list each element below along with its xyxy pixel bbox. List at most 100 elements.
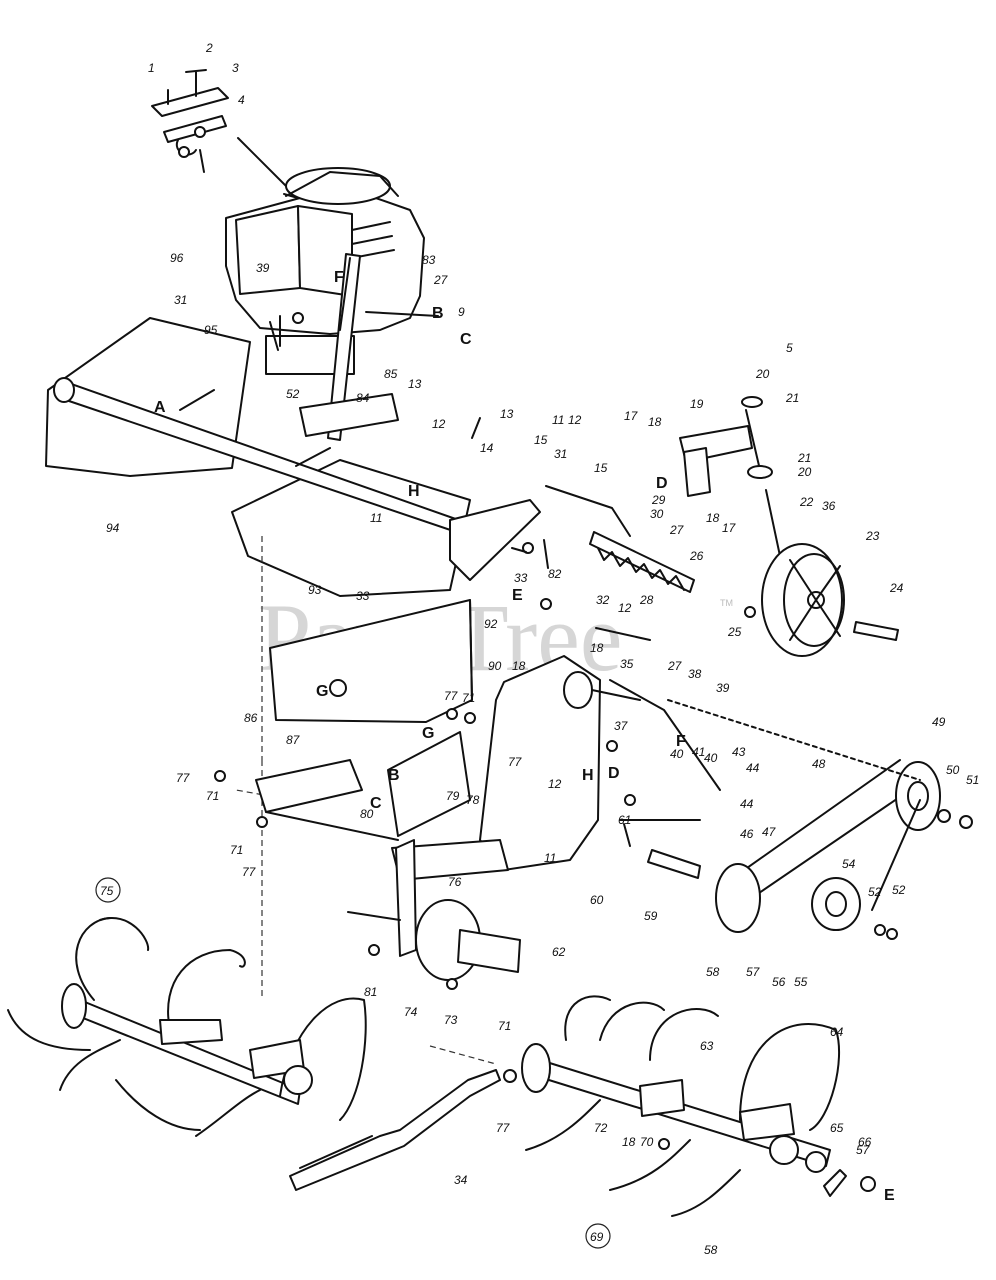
callout-41: 41 — [692, 745, 705, 759]
callout-55: 55 — [794, 975, 808, 989]
callout-30: 30 — [650, 507, 664, 521]
callout-63: 63 — [700, 1039, 714, 1053]
right-tine-shield — [231, 459, 471, 597]
callout-96: 96 — [170, 251, 184, 265]
callout-66: 66 — [858, 1135, 872, 1149]
ref-letter-d: D — [608, 765, 620, 782]
callout-82: 82 — [548, 567, 562, 581]
ref-letter-g: G — [316, 683, 328, 700]
callout-72: 72 — [594, 1121, 608, 1135]
callout-11: 11 — [552, 413, 564, 427]
throttle-control-assembly — [151, 69, 229, 173]
callout-32: 32 — [596, 593, 610, 607]
callout-51: 51 — [966, 773, 979, 787]
callout-33: 33 — [356, 589, 370, 603]
callout-75: 75 — [100, 884, 114, 898]
callout-37: 37 — [614, 719, 629, 733]
callout-84: 84 — [356, 391, 370, 405]
callout-12: 12 — [568, 413, 582, 427]
watermark-trademark: TM — [720, 598, 733, 608]
callout-19: 19 — [690, 397, 704, 411]
engine — [225, 167, 439, 375]
callout-2: 2 — [205, 41, 213, 55]
callout-17: 17 — [624, 409, 639, 423]
callout-93: 93 — [308, 583, 322, 597]
callout-52: 52 — [868, 885, 882, 899]
callout-22: 22 — [799, 495, 814, 509]
callout-9: 9 — [458, 305, 465, 319]
callout-58: 58 — [706, 965, 720, 979]
bracket-87 — [255, 759, 363, 813]
ref-letter-d: D — [656, 475, 668, 492]
callout-4: 4 — [238, 93, 245, 107]
callout-28: 28 — [639, 593, 654, 607]
callout-15: 15 — [534, 433, 548, 447]
callout-27: 27 — [667, 659, 683, 673]
callout-52: 52 — [286, 387, 300, 401]
ref-letter-h: H — [582, 767, 594, 784]
callout-85: 85 — [384, 367, 398, 381]
callout-80: 80 — [360, 807, 374, 821]
callout-11: 11 — [370, 511, 382, 525]
callout-70: 70 — [640, 1135, 654, 1149]
callout-3: 3 — [232, 61, 239, 75]
part-callouts: 1 2 3 4 5 9 11 11 11 12 12 12 12 13 13 1… — [95, 41, 979, 1257]
bracket-80 — [387, 731, 471, 837]
callout-40: 40 — [704, 751, 718, 765]
callout-54: 54 — [842, 857, 856, 871]
callout-44: 44 — [740, 797, 754, 811]
callout-49: 49 — [932, 715, 946, 729]
callout-92: 92 — [484, 617, 498, 631]
transmission-housing — [479, 655, 601, 871]
callout-25: 25 — [727, 625, 742, 639]
callout-77: 77 — [496, 1121, 511, 1135]
callout-81: 81 — [364, 985, 377, 999]
ref-letter-h: H — [408, 483, 420, 500]
callout-57: 57 — [856, 1143, 871, 1157]
callout-77: 77 — [508, 755, 523, 769]
callout-76: 76 — [448, 875, 462, 889]
callout-27: 27 — [669, 523, 685, 537]
callout-77: 77 — [176, 771, 191, 785]
callout-18: 18 — [706, 511, 720, 525]
ref-letter-b: B — [388, 767, 400, 784]
ref-letter-c: C — [370, 795, 382, 812]
ref-letter-e: E — [512, 587, 523, 604]
callout-13: 13 — [500, 407, 514, 421]
ref-letter-a: A — [154, 399, 166, 416]
callout-35: 35 — [620, 657, 634, 671]
callout-50: 50 — [946, 763, 960, 777]
callout-27: 27 — [433, 273, 449, 287]
callout-12: 12 — [548, 777, 562, 791]
callout-18: 18 — [648, 415, 662, 429]
callout-79: 79 — [446, 789, 460, 803]
callout-5: 5 — [786, 341, 793, 355]
callout-61: 61 — [618, 813, 631, 827]
callout-21: 21 — [797, 451, 811, 465]
callout-44: 44 — [746, 761, 760, 775]
callout-86: 86 — [244, 711, 258, 725]
ref-letter-f: F — [676, 733, 686, 750]
callout-52: 52 — [892, 883, 906, 897]
callout-95: 95 — [204, 323, 218, 337]
callout-60: 60 — [590, 893, 604, 907]
callout-62: 62 — [552, 945, 566, 959]
callout-38: 38 — [688, 667, 702, 681]
drive-pulley — [895, 761, 941, 831]
callout-11: 11 — [544, 851, 556, 865]
callout-90: 90 — [488, 659, 502, 673]
callout-20: 20 — [755, 367, 770, 381]
callout-65: 65 — [830, 1121, 844, 1135]
callout-18: 18 — [622, 1135, 636, 1149]
callout-36: 36 — [822, 499, 836, 513]
callout-77: 77 — [242, 865, 257, 879]
hardware-markers — [214, 312, 973, 1150]
callout-26: 26 — [689, 549, 704, 563]
callout-71: 71 — [230, 843, 243, 857]
drive-belt — [729, 759, 911, 907]
callout-94: 94 — [106, 521, 120, 535]
callout-83: 83 — [422, 253, 436, 267]
ref-letter-b: B — [432, 305, 444, 322]
callout-12: 12 — [618, 601, 632, 615]
